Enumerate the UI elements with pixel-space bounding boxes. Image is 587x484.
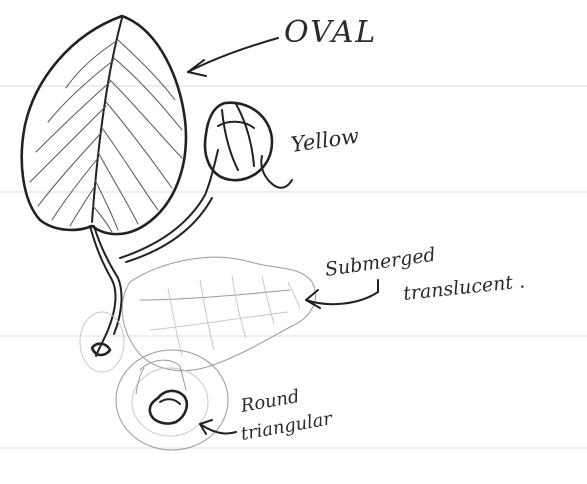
- label-round: Round: [238, 386, 301, 417]
- stem-cross-section: [116, 350, 228, 450]
- yellow-arrow: [261, 156, 292, 188]
- floating-leaf: [22, 16, 186, 234]
- annotation-arrows: [188, 38, 378, 434]
- label-yellow: Yellow: [289, 124, 360, 157]
- flower-bud: [120, 103, 272, 262]
- label-oval: OVAL: [284, 15, 377, 50]
- oval-arrow: [188, 38, 278, 72]
- label-submerged: Submerged: [324, 244, 437, 281]
- label-translucent: translucent .: [402, 270, 526, 305]
- submerged-arrow: [306, 292, 378, 304]
